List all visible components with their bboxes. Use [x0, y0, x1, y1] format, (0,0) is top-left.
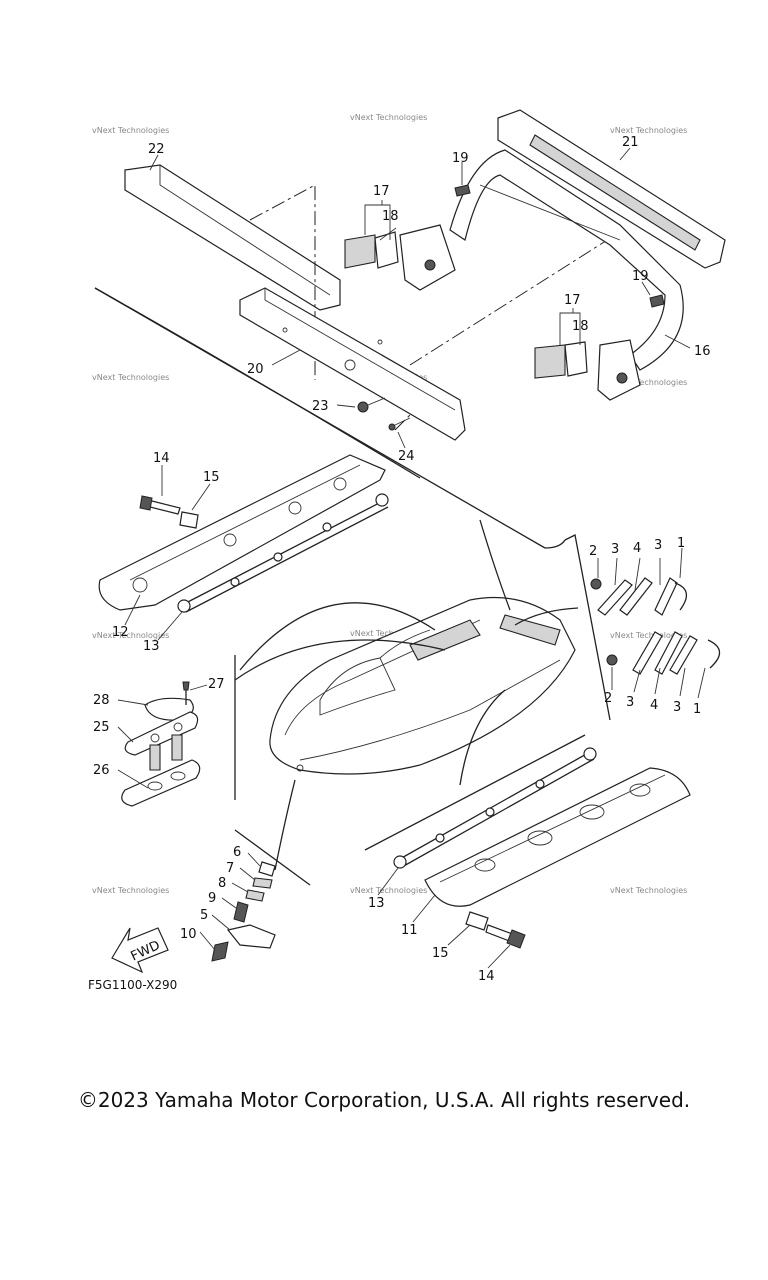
callout-8: 8	[218, 876, 226, 891]
callout-15: 15	[432, 946, 449, 961]
fasteners-top	[357, 184, 665, 431]
callout-28: 28	[93, 693, 110, 708]
part-22-cover	[124, 164, 341, 311]
part-25-28-tie-down	[121, 681, 201, 807]
callout-17: 17	[373, 184, 390, 199]
callout-19: 19	[632, 269, 649, 284]
callout-22: 22	[148, 142, 165, 157]
part-13-rail-right	[393, 747, 597, 869]
callout-18: 18	[382, 209, 399, 224]
callout-10: 10	[180, 927, 197, 942]
callout-12: 12	[112, 625, 129, 640]
watermark: vNext Technologies	[350, 113, 427, 122]
callout-7: 7	[226, 861, 234, 876]
part-20-grip-base	[239, 287, 466, 441]
callout-13: 13	[368, 896, 385, 911]
callout-14: 14	[478, 969, 495, 984]
callout-2: 2	[604, 691, 612, 706]
callout-23: 23	[312, 399, 329, 414]
watermark: vNext Technologies	[92, 886, 169, 895]
watermark: vNext Technologies	[610, 886, 687, 895]
callout-11: 11	[401, 923, 418, 938]
callout-18: 18	[572, 319, 589, 334]
watermark: vNext Technologies	[610, 126, 687, 135]
callout-14: 14	[153, 451, 170, 466]
callout-1: 1	[693, 702, 701, 717]
fwd-arrow: FWD	[111, 927, 169, 974]
callout-21: 21	[622, 135, 639, 150]
pointer-lines	[234, 519, 579, 871]
callout-9: 9	[208, 891, 216, 906]
callout-13: 13	[143, 639, 160, 654]
part-11-sponson-right	[424, 767, 691, 907]
watermark: vNext Technologies	[92, 126, 169, 135]
part-21-grip-pad	[497, 109, 726, 269]
part-16-handle-bar	[449, 149, 684, 371]
watermark: vNext Technologies	[92, 631, 169, 640]
dash-lines	[249, 184, 621, 431]
callout-24: 24	[398, 449, 415, 464]
copyright-notice: ©2023 Yamaha Motor Corporation, U.S.A. A…	[77, 1088, 691, 1112]
callout-20: 20	[247, 362, 264, 377]
callout-2: 2	[589, 544, 597, 559]
watermark: vNext Technologies	[92, 373, 169, 382]
callout-17: 17	[564, 293, 581, 308]
callout-26: 26	[93, 763, 110, 778]
watermark: vNext Technologies	[350, 629, 427, 638]
parts-1-4-fasteners	[590, 577, 721, 675]
callout-3: 3	[611, 542, 619, 557]
parts-diagram: vNext Technologies vNext Technologies vN…	[88, 109, 726, 992]
callout-1: 1	[677, 536, 685, 551]
watermark: vNext Technologies	[610, 631, 687, 640]
part-12-sponson-left	[98, 454, 386, 611]
leader-lines	[117, 147, 706, 969]
callout-27: 27	[208, 677, 225, 692]
part-17-18-bracket-a	[344, 224, 456, 291]
watermarks: vNext Technologies vNext Technologies vN…	[92, 113, 687, 895]
watercraft-hull	[269, 596, 576, 775]
part-17-18-bracket-b	[534, 339, 641, 401]
parts-5-10-drain	[211, 861, 276, 962]
watermark: vNext Technologies	[350, 886, 427, 895]
part-14-15-bolt-right	[465, 911, 526, 949]
callout-5: 5	[200, 908, 208, 923]
part-14-15-bolt-left	[139, 495, 199, 529]
callout-25: 25	[93, 720, 110, 735]
callout-6: 6	[233, 845, 241, 860]
divider-lines	[94, 287, 611, 886]
diagram-code: F5G1100-X290	[88, 978, 177, 992]
callout-4: 4	[633, 541, 641, 556]
callout-numbers: 22 21 19 17 18 19 17 18 16 20 23 24 14 1…	[93, 135, 711, 984]
callout-15: 15	[203, 470, 220, 485]
callout-3: 3	[673, 700, 681, 715]
part-13-rail-left	[177, 493, 389, 613]
callout-3: 3	[626, 695, 634, 710]
callout-16: 16	[694, 344, 711, 359]
callout-3: 3	[654, 538, 662, 553]
watermark: vNext Technologies	[610, 378, 687, 387]
callout-4: 4	[650, 698, 658, 713]
callout-19: 19	[452, 151, 469, 166]
